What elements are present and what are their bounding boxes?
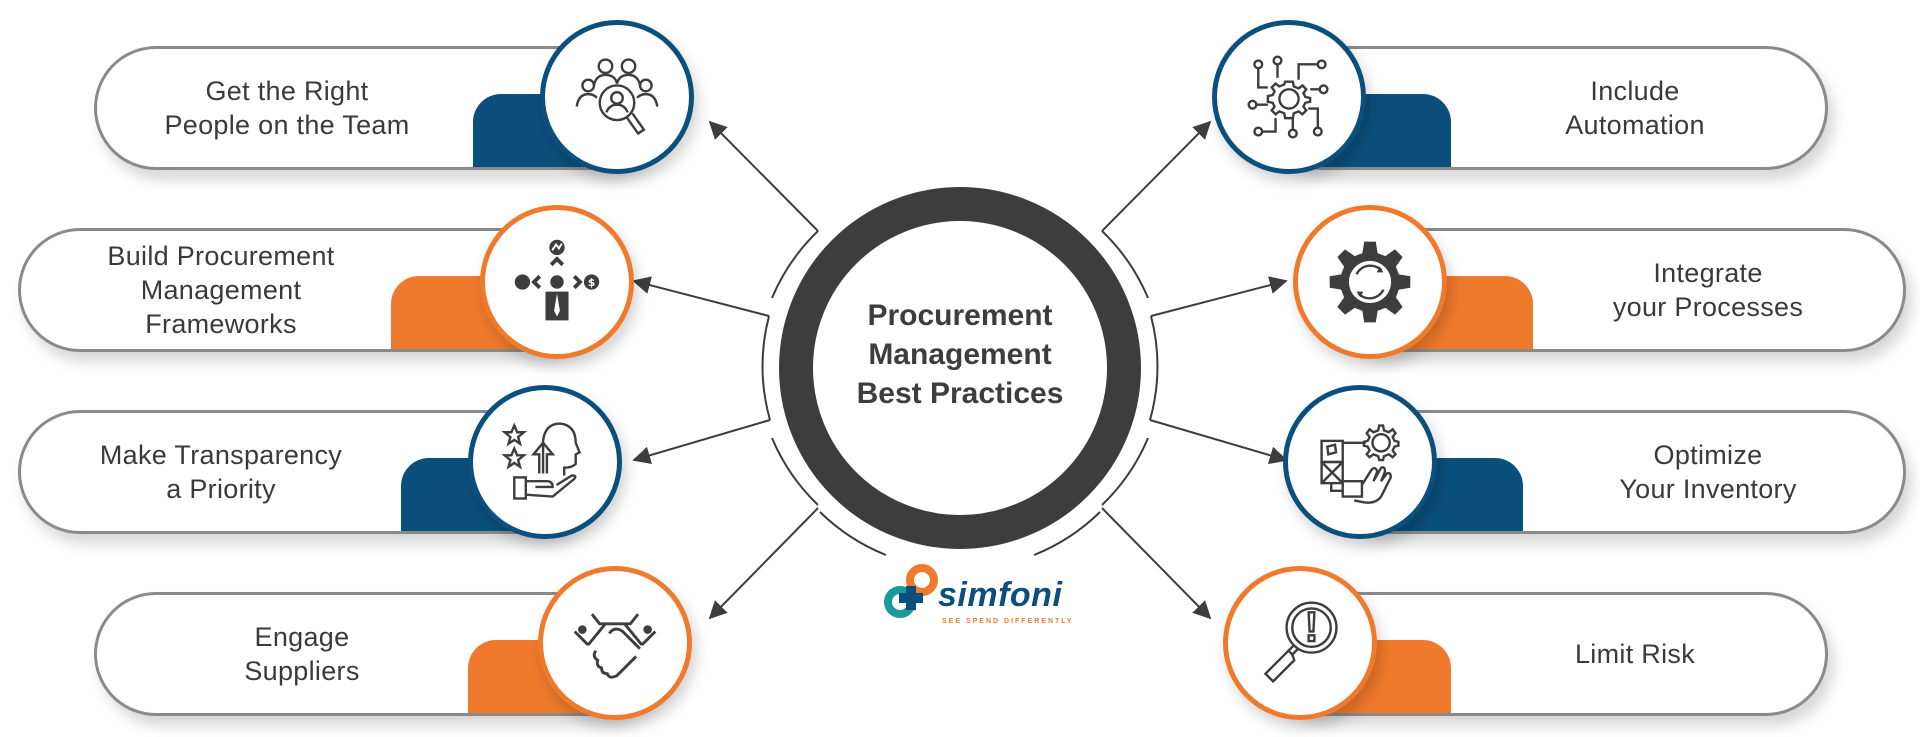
card-label-line: People on the Team bbox=[164, 110, 410, 140]
arc-bottom-left bbox=[819, 511, 887, 556]
svg-text:$: $ bbox=[588, 277, 595, 289]
logo-tagline: SEE SPEND DIFFERENTLY bbox=[942, 618, 1074, 625]
simfoni-logo: simfoni SEE SPEND DIFFERENTLY bbox=[880, 562, 1072, 642]
center-title-line: Procurement bbox=[867, 299, 1053, 332]
arc-bottom-right bbox=[1033, 511, 1101, 556]
team-search-icon bbox=[540, 20, 694, 174]
card-label: Engage Suppliers bbox=[97, 595, 507, 713]
simfoni-logo-mark-icon bbox=[884, 564, 938, 618]
arc-upper-left bbox=[771, 230, 819, 299]
card-label-line: Frameworks bbox=[145, 309, 297, 339]
card-label: Optimize Your Inventory bbox=[1513, 413, 1903, 531]
arrow-to-suppliers bbox=[708, 507, 819, 620]
magnifier-alert-icon bbox=[1223, 566, 1377, 720]
card-label-line: Your Inventory bbox=[1619, 474, 1797, 504]
card-label-line: a Priority bbox=[166, 474, 276, 504]
center-ring bbox=[779, 187, 1141, 549]
card-label: Integrate your Processes bbox=[1513, 231, 1903, 349]
arc-upper-right bbox=[1101, 230, 1149, 299]
card-label-line: Limit Risk bbox=[1574, 639, 1695, 669]
arc-lower-left bbox=[771, 437, 819, 506]
arrow-to-automation bbox=[1101, 120, 1212, 232]
card-label-line: Engage bbox=[254, 622, 350, 652]
card-label: Get the Right People on the Team bbox=[97, 49, 477, 167]
automation-circuit-gear-icon bbox=[1212, 20, 1366, 174]
card-label-line: Suppliers bbox=[244, 656, 360, 686]
gear-cycle-icon bbox=[1293, 205, 1447, 359]
arrow-to-integrate bbox=[1150, 276, 1288, 317]
card-label: Build Procurement Management Frameworks bbox=[21, 231, 421, 349]
center-title: Procurement Management Best Practices bbox=[810, 296, 1110, 413]
arc-left bbox=[761, 315, 771, 421]
arc-lower-right bbox=[1101, 437, 1149, 506]
card-label-line: Get the Right bbox=[205, 76, 369, 106]
business-framework-icon: $ bbox=[480, 205, 634, 359]
card-label-line: Optimize bbox=[1653, 440, 1763, 470]
logo-wordmark: simfoni bbox=[938, 576, 1063, 614]
center-title-line: Management bbox=[868, 338, 1052, 371]
card-label-line: Include bbox=[1590, 76, 1680, 106]
transparency-head-icon bbox=[468, 385, 622, 539]
card-label-line: Integrate bbox=[1653, 258, 1763, 288]
arrow-to-risk bbox=[1101, 507, 1212, 620]
card-label: Limit Risk bbox=[1445, 595, 1825, 713]
arrow-to-transparency bbox=[632, 419, 771, 465]
arrow-to-frameworks bbox=[632, 276, 770, 317]
inventory-hand-gear-icon bbox=[1283, 385, 1437, 539]
card-label: Make Transparency a Priority bbox=[21, 413, 421, 531]
arrow-to-inventory bbox=[1149, 419, 1288, 465]
arc-right bbox=[1149, 315, 1159, 421]
card-label-line: Make Transparency bbox=[99, 440, 343, 470]
center-title-line: Best Practices bbox=[856, 377, 1064, 410]
card-label-line: Build Procurement bbox=[107, 241, 335, 271]
handshake-icon bbox=[538, 566, 692, 720]
arrow-to-team bbox=[708, 120, 819, 232]
card-label-line: Management bbox=[140, 275, 302, 305]
card-label-line: Automation bbox=[1565, 110, 1705, 140]
card-label-line: your Processes bbox=[1612, 292, 1804, 322]
card-label: Include Automation bbox=[1445, 49, 1825, 167]
